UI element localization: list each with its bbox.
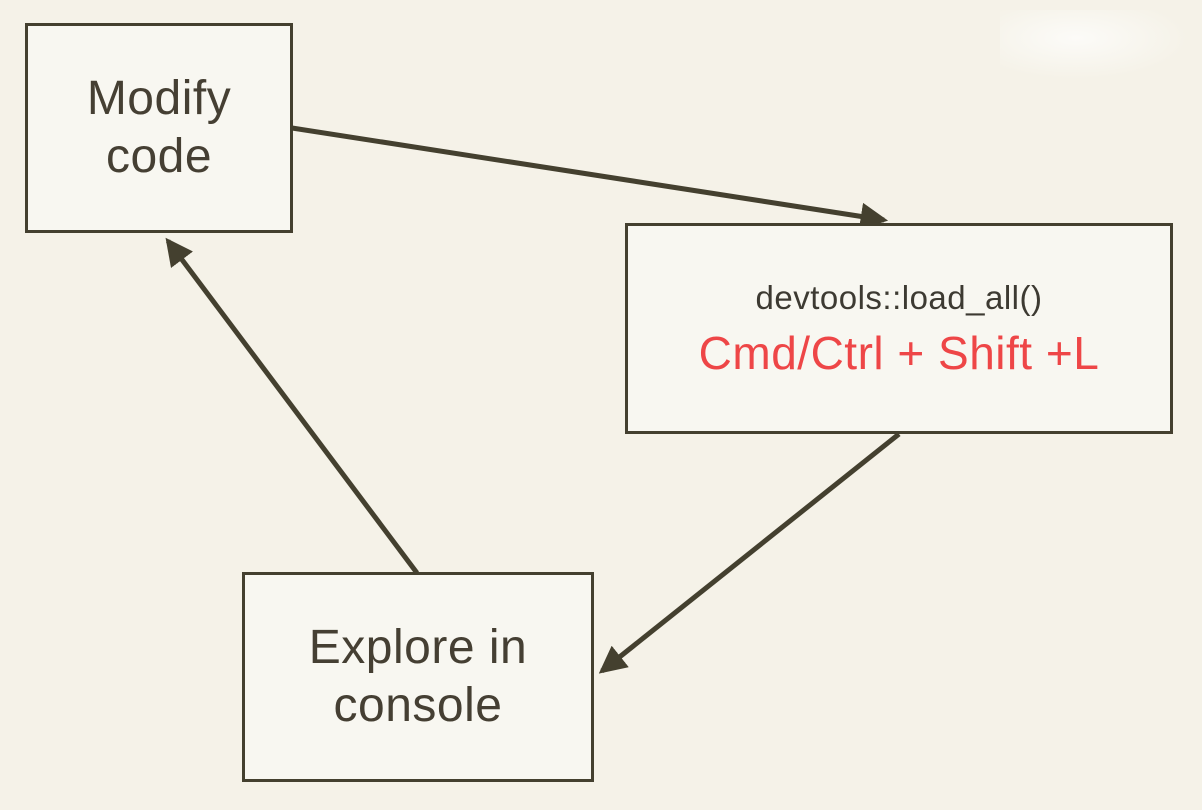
arrow-explore-to-modify	[165, 237, 419, 575]
arrow-load-all-to-explore	[598, 432, 901, 674]
modify-code-label-line-1: Modify	[86, 72, 232, 125]
node-load-all: devtools::load_all() Cmd/Ctrl + Shift +L	[625, 223, 1173, 434]
explore-console-label-line-1: Explore in	[308, 621, 528, 674]
load-all-shortcut-text: Cmd/Ctrl + Shift +L	[698, 326, 1100, 379]
load-all-code-text: devtools::load_all()	[755, 278, 1043, 316]
explore-console-label-line-2: console	[333, 679, 503, 732]
modify-code-label-line-2: code	[105, 130, 213, 183]
paper-smudge	[1000, 10, 1190, 80]
node-explore-console: Explore in console	[242, 572, 594, 782]
arrow-modify-to-load-all	[291, 125, 889, 230]
node-modify-code: Modify code	[25, 23, 293, 233]
